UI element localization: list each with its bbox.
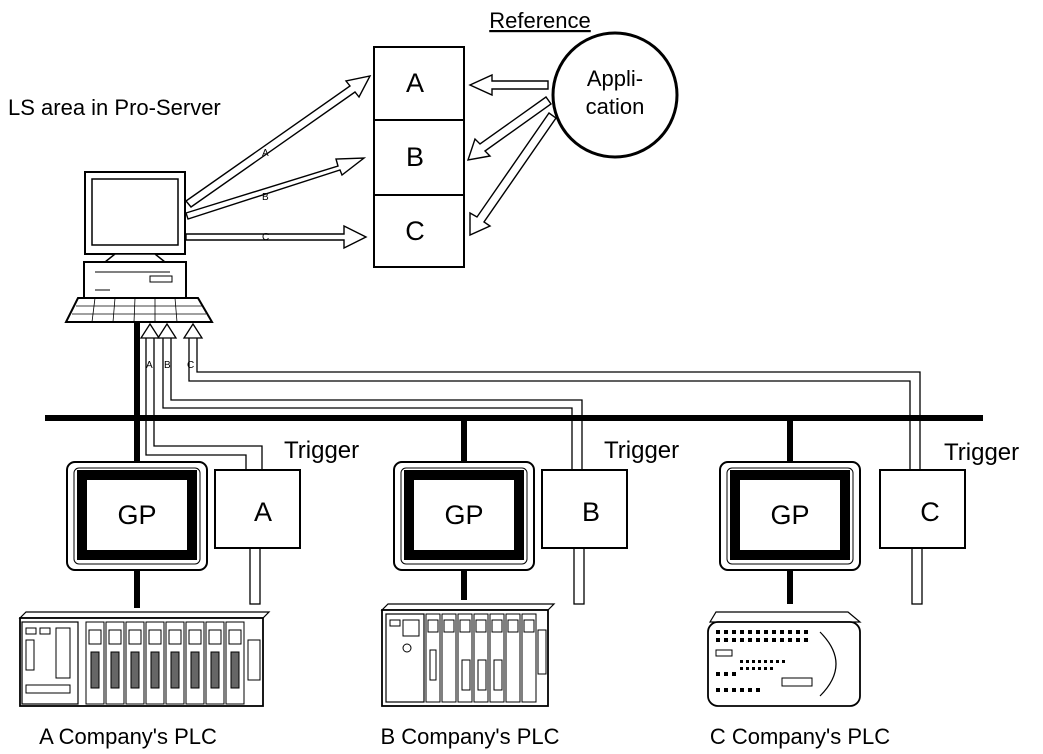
gp-display-c: GP	[719, 461, 861, 571]
plc-c-icon	[707, 611, 862, 707]
transfer-arrow-a	[184, 75, 372, 208]
ls-cell-a: A	[406, 68, 424, 98]
computer-icon	[64, 171, 214, 323]
ls-cell-b: B	[406, 142, 424, 172]
application-reference-arrows	[466, 73, 557, 237]
trigger-label-b: Trigger	[604, 437, 679, 464]
transfer-arrow-c	[185, 224, 368, 250]
station-a: GP A Trigger	[18, 437, 359, 749]
cable-arrowheads	[139, 322, 204, 339]
trigger-box-b	[541, 469, 628, 549]
plc-caption-b: B Company's PLC	[380, 724, 559, 749]
transfer-label-b: B	[262, 192, 269, 203]
trigger-cables	[145, 338, 921, 470]
application-label-line2: cation	[586, 94, 645, 119]
reference-label: Reference	[489, 8, 591, 33]
trigger-label-c: Trigger	[944, 439, 1019, 466]
application-circle: Appli- cation	[551, 31, 679, 159]
trigger-box-label-b: B	[582, 497, 600, 527]
transfer-arrow-b	[185, 157, 367, 220]
station-b: GP B Trigger	[380, 437, 679, 749]
plc-a-icon	[18, 611, 271, 707]
cable-label-c: C	[187, 360, 194, 371]
trigger-box-a	[214, 469, 301, 549]
ls-cell-c: C	[405, 216, 425, 246]
gp-display-b: GP	[393, 461, 535, 571]
gp-display-a: GP	[66, 461, 208, 571]
reference-arrow-b	[466, 96, 552, 161]
plc-b-icon	[380, 603, 556, 707]
ls-area-table: A B C	[373, 46, 465, 268]
transfer-label-a: A	[262, 148, 269, 159]
application-label-line1: Appli-	[587, 66, 643, 91]
ls-area-label: LS area in Pro-Server	[8, 95, 221, 120]
trigger-box-label-a: A	[254, 497, 272, 527]
plc-caption-a: A Company's PLC	[39, 724, 217, 749]
station-c: GP C Trigger	[707, 439, 1019, 749]
plc-caption-c: C Company's PLC	[710, 724, 890, 749]
trigger-box-c	[879, 469, 966, 549]
trigger-label-a: Trigger	[284, 437, 359, 464]
transfer-arrows	[184, 75, 372, 250]
trigger-box-label-c: C	[920, 497, 940, 527]
cable-label-a: A	[146, 360, 153, 371]
transfer-label-c: C	[262, 232, 269, 243]
reference-arrow-c	[469, 112, 557, 237]
reference-arrow-a	[468, 73, 549, 97]
cable-label-b: B	[164, 360, 171, 371]
gp-label-c: GP	[770, 500, 809, 530]
gp-label-b: GP	[444, 500, 483, 530]
gp-label-a: GP	[117, 500, 156, 530]
